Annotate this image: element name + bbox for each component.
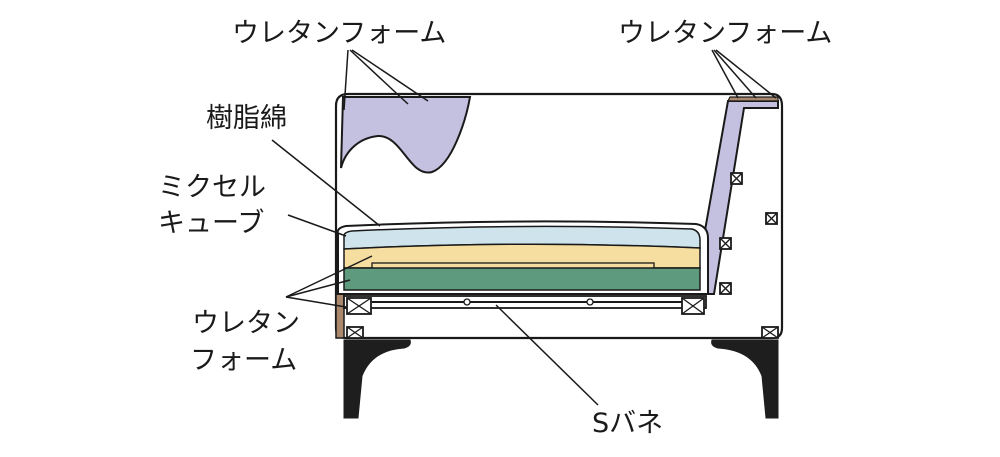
s-spring-label: Sバネ (592, 408, 663, 439)
right-leg (711, 339, 779, 419)
mixel-cube-label-line2: キューブ (158, 208, 264, 239)
frame-block (719, 237, 732, 250)
frame-block (346, 297, 372, 315)
left-leg (343, 339, 411, 419)
left-frame-board (335, 293, 345, 339)
frame-block (346, 326, 364, 339)
s-spring-rivet (463, 298, 471, 306)
frame-block (761, 326, 779, 339)
resin-cotton-label: 樹脂綿 (206, 103, 287, 134)
urethane-base-layer (343, 267, 701, 291)
frame-block (765, 212, 778, 225)
s-spring-rivet (586, 298, 594, 306)
urethane-foam-label-bottom-line1: ウレタン (192, 308, 300, 339)
frame-block (681, 297, 705, 315)
back-top-strip (727, 96, 779, 102)
urethane-foam-label-top-right: ウレタンフォーム (618, 18, 832, 49)
mixel-cube-label-line1: ミクセル (158, 172, 266, 203)
urethane-foam-label-top-left: ウレタンフォーム (232, 18, 446, 49)
leader-lines (271, 49, 777, 406)
back-cushion-urethane-foam (703, 100, 779, 295)
frame-block (730, 172, 743, 185)
left-arm-urethane-foam (340, 96, 472, 174)
mixel-cube-layer (343, 243, 701, 269)
urethane-foam-label-bottom-line2: フォーム (190, 345, 297, 376)
frame-block (719, 282, 732, 295)
